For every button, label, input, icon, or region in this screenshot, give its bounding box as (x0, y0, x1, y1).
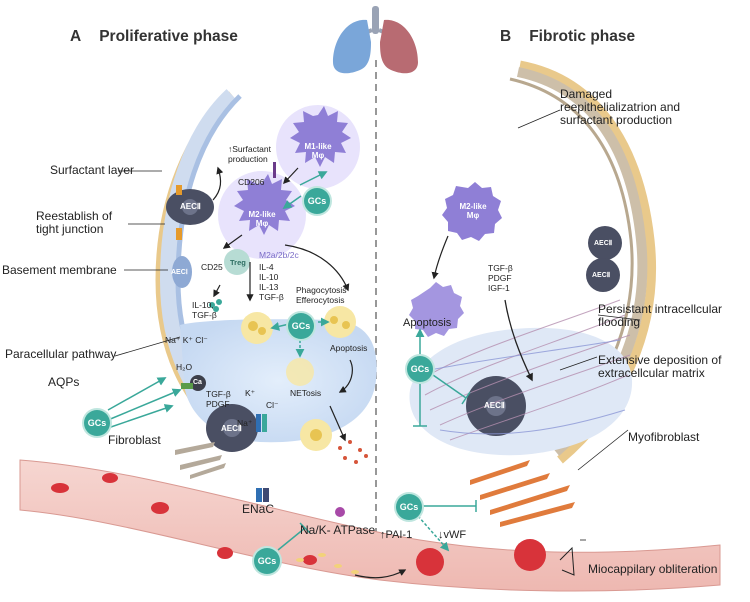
label-fibroblast: Fibroblast (108, 433, 161, 447)
label-basement-membrane: Basement membrane (2, 263, 117, 277)
cell-treg: Treg (230, 258, 246, 267)
label-damaged-reepithelialization: Damaged reepithelializatrion and surfact… (560, 87, 681, 127)
label-m2-subtypes: M2a/2b/2c (259, 250, 299, 260)
label-growth-factors: TGF-β PDGF IGF-1 (488, 263, 513, 293)
label-ions: Na⁺ K⁺ Cl⁻ (165, 335, 208, 345)
label-cytokines: IL-4 IL-10 IL-13 TGF-β (259, 262, 284, 302)
macrophage-icon (276, 105, 360, 189)
gcs-badge-a4: GCs (254, 548, 280, 574)
aec1-cell (172, 256, 192, 288)
cell-m2-macrophage-a: M2-like Mφ (248, 210, 276, 228)
label-reestablish-tight-junction: Reestablish of tight junction (36, 209, 113, 236)
cell-ca: Ca (193, 379, 202, 386)
label-cl-minus: Cl⁻ (266, 400, 279, 410)
cell-m1-macrophage: M1-like Mφ (304, 142, 332, 160)
label-k-plus: K⁺ (245, 388, 256, 398)
panel-b-title: B Fibrotic phase (500, 28, 635, 46)
cell-aec2-b2: AECⅡ (592, 272, 611, 279)
label-na-plus: Na⁺ (237, 418, 253, 428)
panel-a-title: A Proliferative phase (70, 28, 238, 46)
cell-aec2-mid: AECⅡ (221, 424, 242, 433)
label-obliteration: Miocappilary obliteration (588, 562, 718, 576)
neutrophil-icon (241, 312, 273, 344)
label-vwf: ↓vWF (438, 529, 467, 541)
label-surfactant-production: ↑Surfactant production (228, 144, 271, 164)
label-apoptosis-b: Apoptosis (403, 317, 452, 329)
red-blood-cell-icon (51, 473, 546, 576)
cell-aec2-b1: AECⅡ (594, 240, 613, 247)
gcs-badge-a1: GCs (304, 188, 330, 214)
gcs-badge-a3: GCs (84, 410, 110, 436)
label-il10-tgfb: IL-10, TGF-β (192, 300, 217, 320)
label-persistent-flooding: Persistant intracellcular flooding (598, 302, 723, 329)
gcs-badge-b1: GCs (407, 356, 433, 382)
treg-icon (224, 249, 250, 275)
label-aqps: AQPs (48, 375, 80, 389)
fibroblast-icon (175, 442, 226, 479)
lung-icon (333, 6, 418, 74)
gcs-badge-b2: GCs (396, 494, 422, 520)
gcs-badge-a2: GCs (288, 313, 314, 339)
panel-b-title-text: Fibrotic phase (529, 28, 636, 45)
label-h2o: H₂O (176, 362, 193, 372)
label-tgf-pdgf: TGF-β PDGF (206, 389, 231, 409)
label-apoptosis-a: Apoptosis (330, 343, 368, 353)
label-cd25: CD25 (201, 262, 223, 272)
panel-b-letter: B (500, 28, 512, 45)
label-surfactant-layer: Surfactant layer (50, 163, 135, 177)
panel-a-title-text: Proliferative phase (99, 28, 238, 45)
label-paracellular-pathway: Paracellular pathway (5, 347, 117, 361)
cell-aec2-b3: AECⅡ (484, 401, 505, 410)
label-enac: ENaC (242, 502, 275, 516)
label-netosis: NETosis (290, 388, 322, 398)
cell-aec2-top: AECⅡ (180, 202, 201, 211)
cell-m2-macrophage-b: M2-like Mφ (459, 202, 487, 220)
label-cd206: CD206 (238, 177, 265, 187)
label-myofibroblast: Myofibroblast (628, 430, 700, 444)
label-na-k-atpase: Na/K- ATPase (300, 523, 376, 537)
label-phagocytosis-efferocytosis: Phagocytosis Efferocytosis (296, 285, 347, 305)
label-extensive-deposition: Extensive deposition of extracellcular m… (598, 353, 722, 380)
cell-aec1: AECⅠ (171, 269, 188, 276)
label-pai1: ↑PAI-1 (380, 529, 413, 541)
panel-a-letter: A (70, 28, 82, 45)
